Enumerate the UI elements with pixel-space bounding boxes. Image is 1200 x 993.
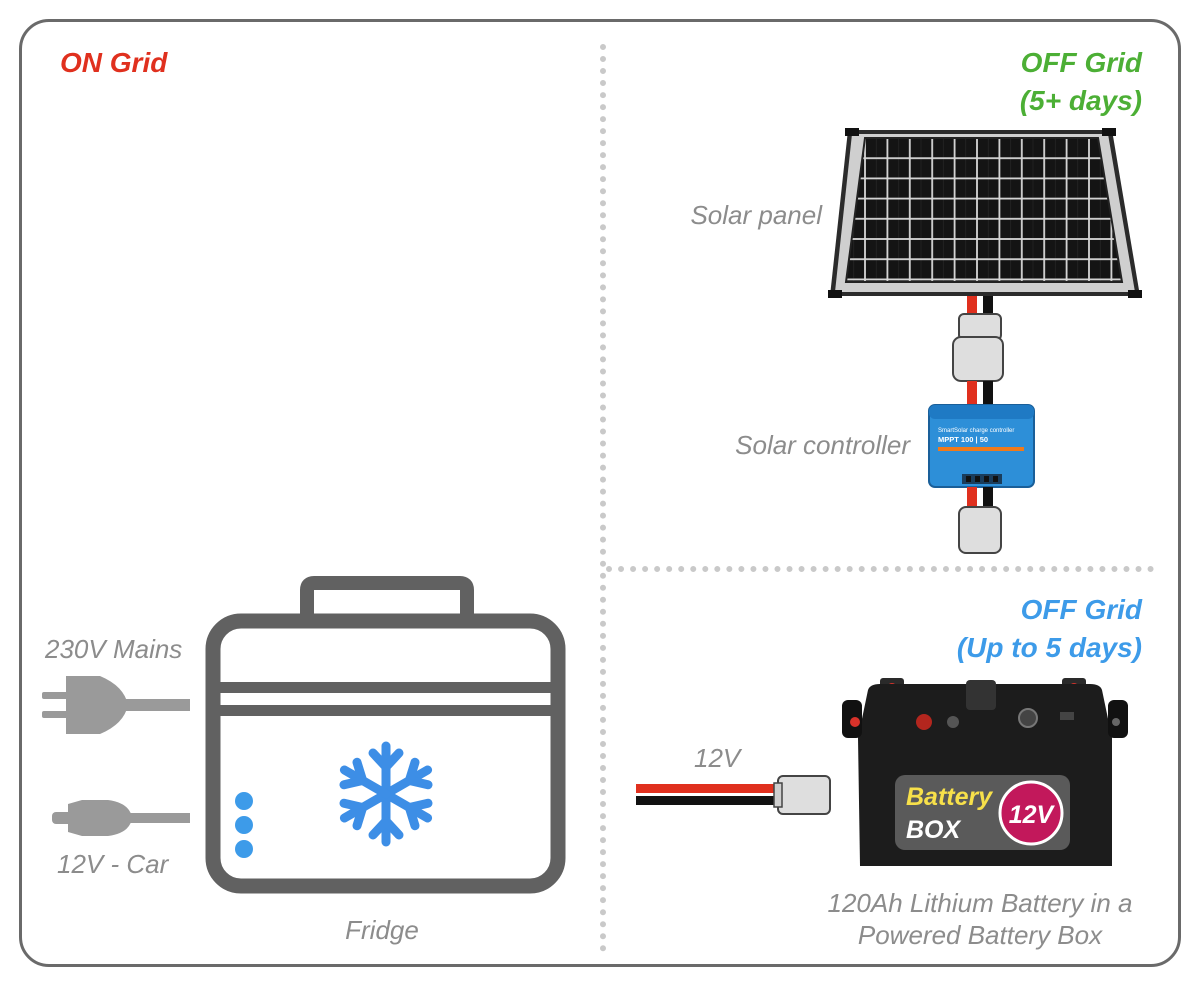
battery-caption: 120Ah Lithium Battery in a Powered Batte… (790, 887, 1170, 951)
connector-icon (773, 775, 831, 815)
solar-panel-icon (828, 128, 1142, 298)
fridge-label: Fridge (345, 915, 419, 945)
controller-line2: MPPT 100 | 50 (938, 435, 988, 444)
snowflake-icon (339, 741, 433, 847)
controller-line1: SmartSolar charge controller (938, 428, 1014, 434)
battery-box-icon: Battery BOX 12V (842, 678, 1128, 866)
car-label: 12V - Car (57, 849, 169, 879)
battery-box-word1: Battery (906, 783, 993, 811)
plug-icon (42, 676, 190, 734)
solar-controller-icon: SmartSolar charge controller MPPT 100 | … (928, 404, 1035, 488)
panel-cables (967, 296, 993, 316)
battery-caption-line2: Powered Battery Box (857, 920, 1103, 950)
mains-label: 230V Mains (45, 634, 183, 664)
car-plug-icon (52, 800, 190, 836)
fridge-icon (205, 576, 566, 894)
indicator-dot (235, 816, 253, 834)
off-grid-battery-title-line2: (Up to 5 days) (956, 632, 1142, 663)
off-grid-solar-title: OFF Grid (5+ days) (1020, 44, 1142, 120)
indicator-dot (235, 792, 253, 810)
solar-panel-label: Solar panel (690, 200, 822, 230)
battery-caption-line1: 120Ah Lithium Battery in a (827, 888, 1133, 918)
battery-cable (636, 784, 786, 805)
connector-icon (958, 506, 1002, 554)
cable-12v-label: 12V (694, 743, 741, 773)
battery-box-badge: 12V (1009, 801, 1056, 829)
controller-input-cables (967, 381, 993, 407)
horizontal-divider (606, 566, 1154, 572)
indicator-dot (235, 840, 253, 858)
controller-output-cables (967, 487, 993, 509)
solar-controller-label: Solar controller (735, 430, 910, 460)
off-grid-battery-title: OFF Grid (Up to 5 days) (957, 591, 1142, 667)
off-grid-battery-title-line1: OFF Grid (1020, 594, 1142, 625)
diagram-frame (19, 19, 1181, 967)
off-grid-solar-title-line2: (5+ days) (1019, 85, 1142, 116)
battery-box-word2: BOX (906, 816, 962, 844)
off-grid-solar-title-line1: OFF Grid (1020, 47, 1142, 78)
connector-icon (952, 313, 1004, 382)
vertical-divider (600, 44, 606, 952)
on-grid-title: ON Grid (60, 47, 168, 78)
